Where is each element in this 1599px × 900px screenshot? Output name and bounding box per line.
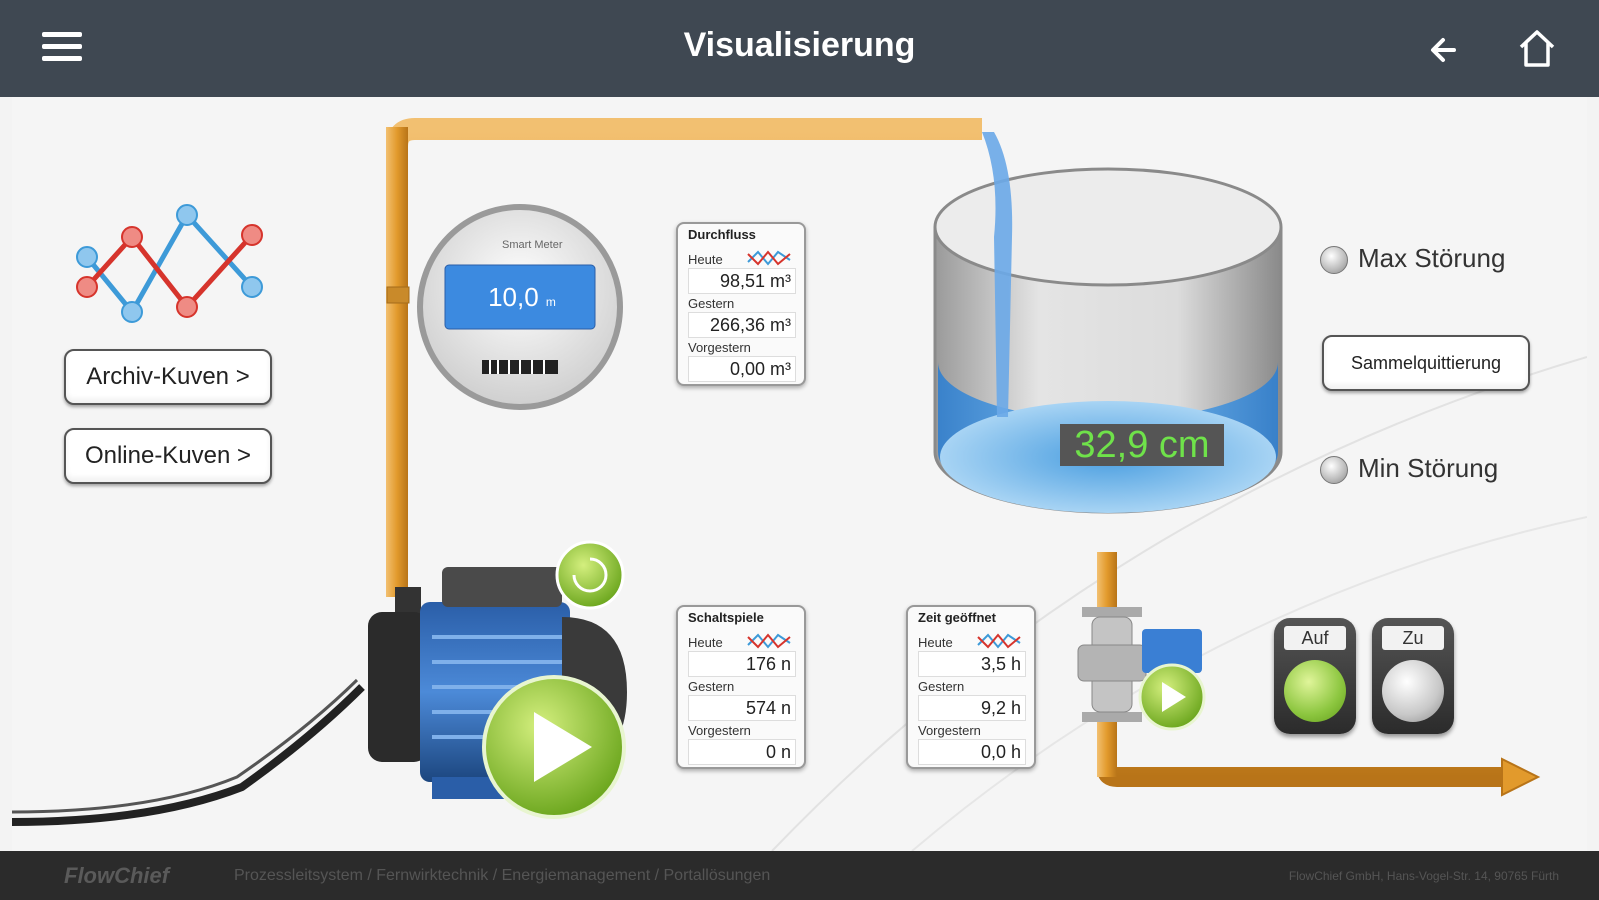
gestern-value: 9,2 h (918, 695, 1026, 721)
vorgestern-value: 0 n (688, 739, 796, 765)
heute-label: Heute (918, 635, 953, 650)
gestern-value: 574 n (688, 695, 796, 721)
home-icon[interactable] (1517, 27, 1557, 69)
vorgestern-value: 0,0 h (918, 739, 1026, 765)
gestern-value: 266,36 m³ (688, 312, 796, 338)
trend-icon[interactable] (746, 629, 792, 653)
max-stoerung-label: Max Störung (1358, 243, 1506, 273)
heute-label: Heute (688, 635, 723, 650)
vorgestern-label: Vorgestern (688, 723, 751, 738)
vorgestern-label: Vorgestern (688, 340, 751, 355)
auf-lamp (1284, 660, 1346, 722)
vorgestern-value: 0,00 m³ (688, 356, 796, 382)
footer-address: FlowChief GmbH, Hans-Vogel-Str. 14, 9076… (1288, 869, 1559, 883)
schaltspiele-panel[interactable]: Schaltspiele Heute 176 n Gestern 574 n V… (676, 605, 806, 769)
footer-tagline: Prozessleitsystem / Fernwirktechnik / En… (234, 867, 771, 884)
process-canvas: Smart Meter 10,0 m 32,9 cm Archiv-Kuven … (12, 97, 1587, 851)
tank-level-display: 32,9 cm (1060, 424, 1224, 466)
gestern-label: Gestern (688, 679, 735, 694)
menu-icon[interactable] (42, 32, 82, 64)
meter-reading: 10,0 m (457, 282, 587, 313)
sammelquittierung-button[interactable]: Sammelquittierung (1322, 335, 1530, 391)
heute-value: 176 n (688, 651, 796, 677)
footer-brand-logo: FlowChief (64, 863, 170, 888)
zeit-geoeffnet-panel[interactable]: Zeit geöffnet Heute 3,5 h Gestern 9,2 h … (906, 605, 1036, 769)
panel-title: Zeit geöffnet (918, 610, 996, 625)
min-stoerung-label: Min Störung (1358, 453, 1499, 483)
online-kurven-button[interactable]: Online-Kuven > (64, 428, 272, 484)
trend-icon[interactable] (746, 246, 792, 270)
top-bar: Visualisierung (0, 0, 1599, 97)
durchfluss-panel[interactable]: Durchfluss Heute 98,51 m³ Gestern 266,36… (676, 222, 806, 386)
gestern-label: Gestern (918, 679, 965, 694)
heute-value: 98,51 m³ (688, 268, 796, 294)
page-title: Visualisierung (683, 26, 916, 64)
panel-title: Schaltspiele (688, 610, 764, 625)
zu-lamp (1382, 660, 1444, 722)
zu-button[interactable]: Zu (1372, 618, 1454, 734)
meter-brand: Smart Meter (502, 239, 563, 251)
min-stoerung-lamp (1320, 456, 1348, 484)
vorgestern-label: Vorgestern (918, 723, 981, 738)
heute-value: 3,5 h (918, 651, 1026, 677)
trend-icon[interactable] (976, 629, 1022, 653)
meter-unit: m (545, 295, 556, 309)
heute-label: Heute (688, 252, 723, 267)
auf-button[interactable]: Auf (1274, 618, 1356, 734)
max-stoerung-lamp (1320, 246, 1348, 274)
panel-title: Durchfluss (688, 227, 756, 242)
zu-label: Zu (1382, 626, 1444, 650)
back-arrow-icon[interactable] (1424, 30, 1464, 70)
footer-bar: FlowChief Prozessleitsystem / Fernwirkte… (0, 851, 1599, 900)
gestern-label: Gestern (688, 296, 735, 311)
meter-value: 10,0 (488, 282, 539, 312)
auf-label: Auf (1284, 626, 1346, 650)
archiv-kurven-button[interactable]: Archiv-Kuven > (64, 349, 272, 405)
